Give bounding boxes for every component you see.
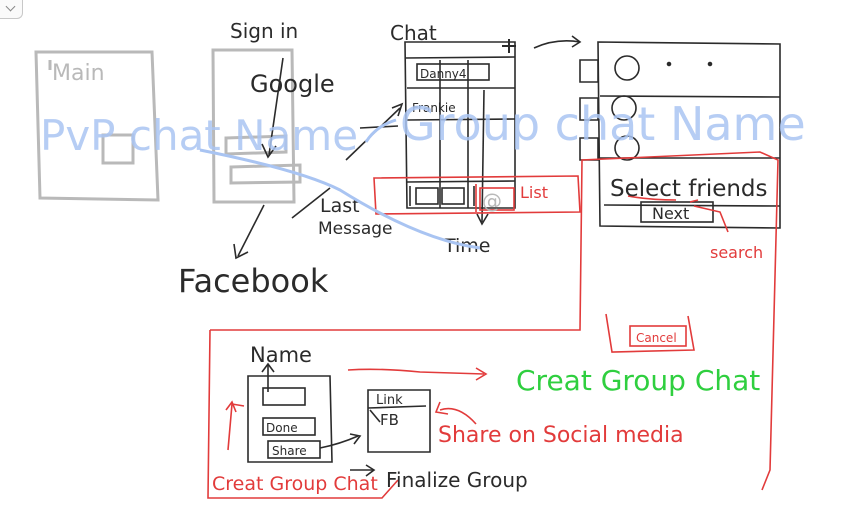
blue-overlay-stroke: [199, 148, 481, 250]
select-friends-label: Select friends: [610, 176, 768, 202]
signin-field-1: [224, 134, 288, 156]
list-label: List: [520, 183, 548, 202]
chat-item-2-label: Frankie: [412, 101, 456, 115]
main-screen-button: [101, 133, 135, 165]
search-label: search: [710, 243, 763, 262]
main-screen-frame: [34, 50, 160, 202]
share-on-social-media-label: Share on Social media: [438, 423, 684, 448]
fb-label: FB: [380, 411, 399, 429]
chat-list-frame: [404, 41, 516, 209]
chat-item-1-label: Danny4: [420, 67, 467, 81]
name-label: Name: [250, 343, 312, 367]
circle-avatar-icon: [611, 55, 640, 161]
last-message-label-line1: Last: [320, 195, 360, 217]
next-button-box[interactable]: [640, 201, 714, 223]
done-label: Done: [266, 421, 298, 435]
finalize-group-label: Finalize Group: [386, 468, 528, 492]
done-button-box[interactable]: [262, 417, 316, 436]
share-label: Share: [272, 444, 307, 458]
red-sketches: [207, 151, 779, 499]
cancel-button-box[interactable]: [629, 325, 687, 347]
at-sign-icon[interactable]: @: [482, 189, 502, 213]
collapse-tab[interactable]: [0, 0, 23, 19]
create-group-chat-green-label: Creat Group Chat: [516, 364, 760, 397]
chat-item-1-box: [416, 63, 490, 81]
blue-overlay: PvP chat Name Group chat Name: [40, 97, 806, 160]
red-labels: List search Cancel Share on Social media…: [212, 183, 763, 495]
pvp-chat-name-overlay: PvP chat Name: [40, 111, 358, 160]
google-label: Google: [250, 70, 335, 98]
create-group-frame: [247, 375, 333, 463]
chat-label: Chat: [390, 21, 437, 45]
main-label: Main: [52, 61, 105, 86]
signin-field-2: [229, 163, 302, 185]
create-group-chat-red-label: Creat Group Chat: [212, 473, 378, 495]
flow-outline: [210, 151, 779, 491]
sign-in-label: Sign in: [230, 19, 298, 43]
group-chat-name-overlay: Group chat Name: [400, 97, 806, 151]
link-label: Link: [376, 393, 403, 408]
plus-icon[interactable]: [502, 39, 516, 53]
next-label: Next: [652, 204, 689, 223]
select-friends-frame: [597, 41, 781, 229]
last-message-label-line2: Message: [318, 219, 393, 239]
share-card-frame: [367, 389, 431, 453]
cancel-label: Cancel: [636, 331, 677, 345]
svg-text:@: @: [482, 189, 502, 213]
facebook-label: Facebook: [178, 262, 329, 300]
name-input-box[interactable]: [262, 387, 306, 406]
arrow-to-select-friends: [533, 40, 581, 49]
share-button-box[interactable]: [267, 440, 321, 459]
ink-sketches: [233, 35, 781, 477]
ink-labels: Sign in Chat Google Danny4 Frankie Last …: [178, 19, 768, 492]
